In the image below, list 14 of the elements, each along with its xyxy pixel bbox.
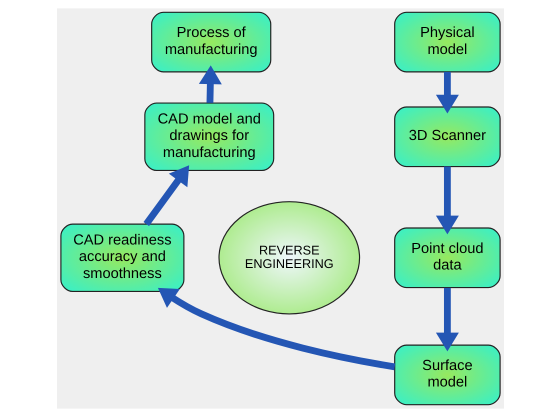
arrow — [435, 166, 458, 234]
node-box: Point cloud data — [394, 227, 500, 288]
arrow — [143, 165, 189, 226]
node-box: CAD readiness accuracy and smoothness — [60, 224, 184, 292]
node-box: CAD model and drawings for manufacturing — [144, 102, 274, 172]
node-box: Surface model — [394, 344, 500, 406]
node-ellipse: REVERSE ENGINEERING — [218, 201, 360, 314]
arrow — [198, 65, 222, 103]
arrow — [157, 288, 395, 370]
node-box: Physical model — [394, 12, 500, 72]
arrow — [435, 288, 458, 352]
node-box: Process of manufacturing — [150, 12, 271, 72]
arrow — [435, 72, 458, 114]
node-box: 3D Scanner — [394, 106, 500, 168]
